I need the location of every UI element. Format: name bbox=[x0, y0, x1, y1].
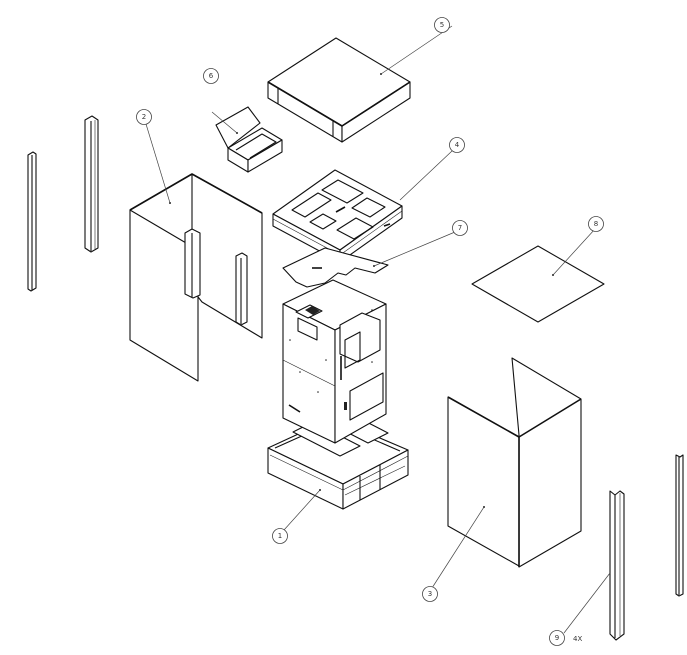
balloon-9: 9 bbox=[549, 630, 565, 646]
corner-post-left bbox=[84, 115, 99, 253]
svg-text:3: 3 bbox=[428, 590, 432, 598]
svg-text:4: 4 bbox=[455, 141, 460, 149]
balloon-6: 6 bbox=[203, 68, 219, 84]
corner-post-right bbox=[609, 490, 625, 641]
part-6-accessory-box bbox=[215, 106, 283, 173]
svg-text:7: 7 bbox=[458, 224, 462, 232]
svg-text:8: 8 bbox=[594, 220, 598, 228]
balloon-1: 1 bbox=[272, 528, 288, 544]
corner-post-far-right bbox=[675, 454, 684, 597]
balloon-4: 4 bbox=[449, 137, 465, 153]
quantity-note-4x: 4X bbox=[573, 635, 582, 643]
balloon-5: 5 bbox=[434, 17, 450, 33]
svg-text:5: 5 bbox=[440, 21, 444, 29]
machine-unit bbox=[282, 279, 387, 444]
part-2-wrap-left bbox=[129, 173, 263, 382]
svg-text:6: 6 bbox=[209, 72, 214, 80]
part-3-wrap-right bbox=[447, 357, 582, 568]
leader-lines bbox=[145, 25, 611, 634]
part-8-top-sheet bbox=[471, 245, 605, 323]
svg-text:9: 9 bbox=[555, 634, 559, 642]
balloon-7: 7 bbox=[452, 220, 468, 236]
part-5-top-cap bbox=[267, 37, 411, 143]
part-4-foam-insert bbox=[272, 169, 403, 263]
balloon-3: 3 bbox=[422, 586, 438, 602]
svg-text:2: 2 bbox=[142, 113, 146, 121]
balloon-8: 8 bbox=[588, 216, 604, 232]
corner-post-far-left bbox=[27, 151, 37, 292]
svg-text:1: 1 bbox=[278, 532, 282, 540]
part-7-slip-sheet bbox=[282, 247, 389, 288]
balloon-2: 2 bbox=[136, 109, 152, 125]
